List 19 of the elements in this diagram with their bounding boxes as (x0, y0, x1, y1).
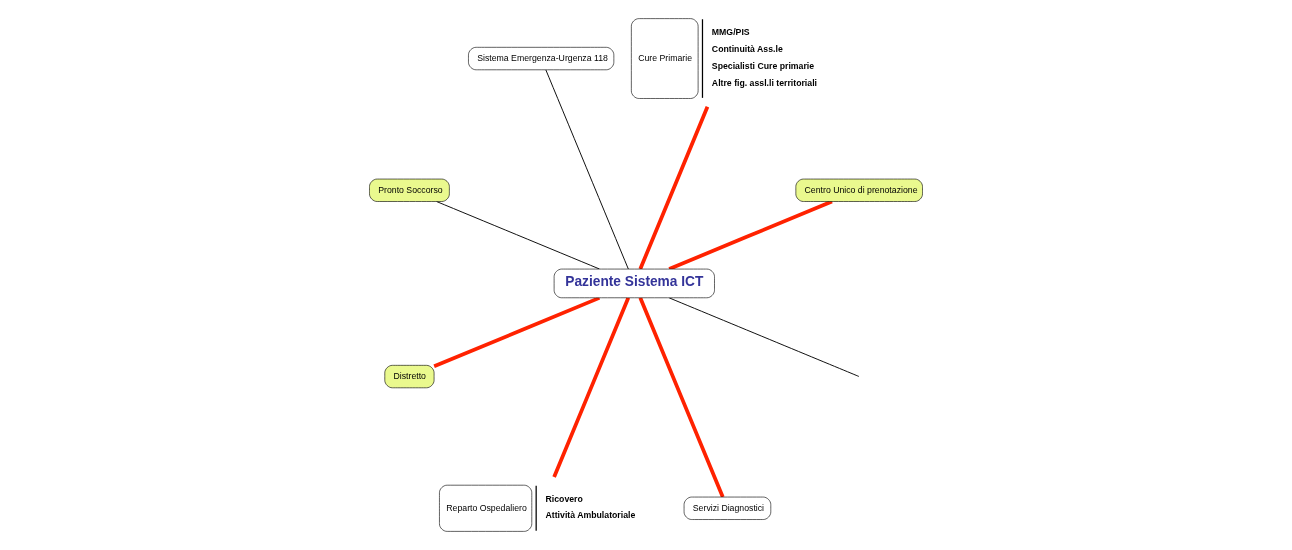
connector (545, 69, 629, 270)
connector (552, 297, 631, 478)
node-box: Servizi Diagnostici (683, 496, 772, 520)
node-label: Altre fig. assl.li territoriali (711, 77, 817, 88)
connector (668, 297, 860, 377)
node-label: Ricovero (545, 493, 583, 504)
connector (433, 296, 601, 369)
node-box: Pronto Soccorso (369, 178, 450, 202)
node-label: Specialisti Cure primarie (711, 60, 815, 71)
node-box: Paziente Sistema ICT (553, 268, 715, 299)
node-box: Distretto (384, 365, 435, 389)
node-label: Continuità Ass.le (711, 43, 783, 54)
node-label: MMG/PIS (711, 26, 750, 37)
node-box: Centro Unico di prenotazione (795, 178, 923, 202)
connector (436, 201, 600, 270)
node-label: Attività Ambulatoriale (545, 510, 636, 521)
connector (638, 297, 725, 498)
connector (638, 106, 710, 270)
node-box: Sistema Emergenza-Urgenza 118 (468, 47, 615, 71)
